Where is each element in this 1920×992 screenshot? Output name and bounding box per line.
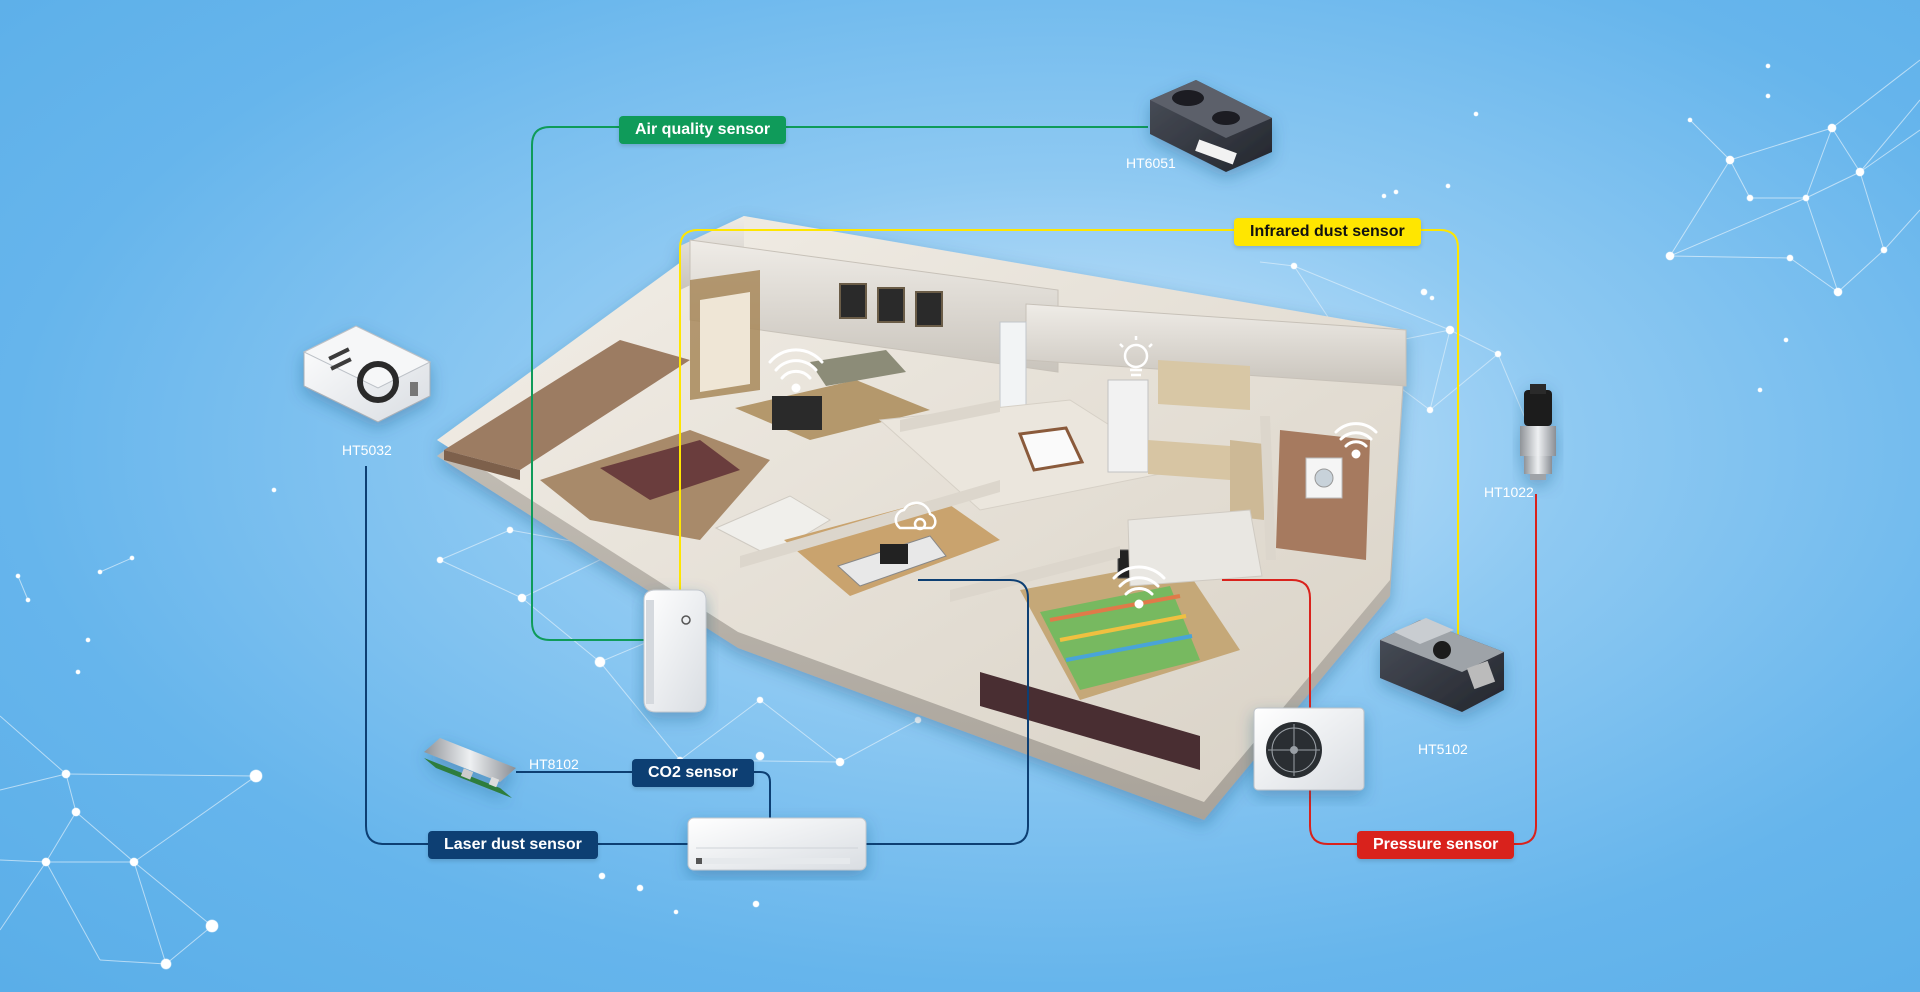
- wifi-icon: [1334, 422, 1378, 459]
- air-purifier-image: [643, 589, 707, 713]
- ht6051-sensor-image: [1150, 80, 1272, 172]
- ht1022-model-label: HT1022: [1484, 484, 1534, 500]
- wall-air-conditioner-image: [687, 817, 867, 871]
- ht6051-model-label: HT6051: [1126, 155, 1176, 171]
- outdoor-ac-unit-image: [1253, 707, 1365, 791]
- air-quality-sensor-label: Air quality sensor: [619, 116, 787, 144]
- wifi-icon: [1112, 565, 1166, 609]
- ht5032-sensor-image: [302, 325, 432, 423]
- laser-connector: [365, 466, 1029, 845]
- pressure-connector: [1222, 494, 1537, 845]
- ht5032-model-label: HT5032: [342, 442, 392, 458]
- ht8102-model-label: HT8102: [529, 756, 579, 772]
- infrared-connector: [679, 229, 1459, 636]
- network-decoration-left: [0, 487, 277, 970]
- ht1022-sensor-image: [1520, 384, 1556, 480]
- air-quality-connector: [531, 126, 1148, 641]
- laser-dust-sensor-label: Laser dust sensor: [428, 831, 598, 859]
- lightbulb-icon: [1119, 336, 1153, 377]
- co2-sensor-label: CO2 sensor: [632, 759, 754, 787]
- pressure-sensor-label: Pressure sensor: [1357, 831, 1515, 859]
- cloud-settings-icon: [894, 501, 937, 531]
- ht5102-sensor-image: [1380, 618, 1504, 712]
- co2-connector: [516, 771, 771, 820]
- wifi-icon: [768, 348, 824, 393]
- ht5102-model-label: HT5102: [1418, 741, 1468, 757]
- infrared-dust-sensor-label: Infrared dust sensor: [1234, 218, 1421, 246]
- ht8102-sensor-image: [424, 738, 516, 798]
- network-decoration-right: [1393, 59, 1920, 393]
